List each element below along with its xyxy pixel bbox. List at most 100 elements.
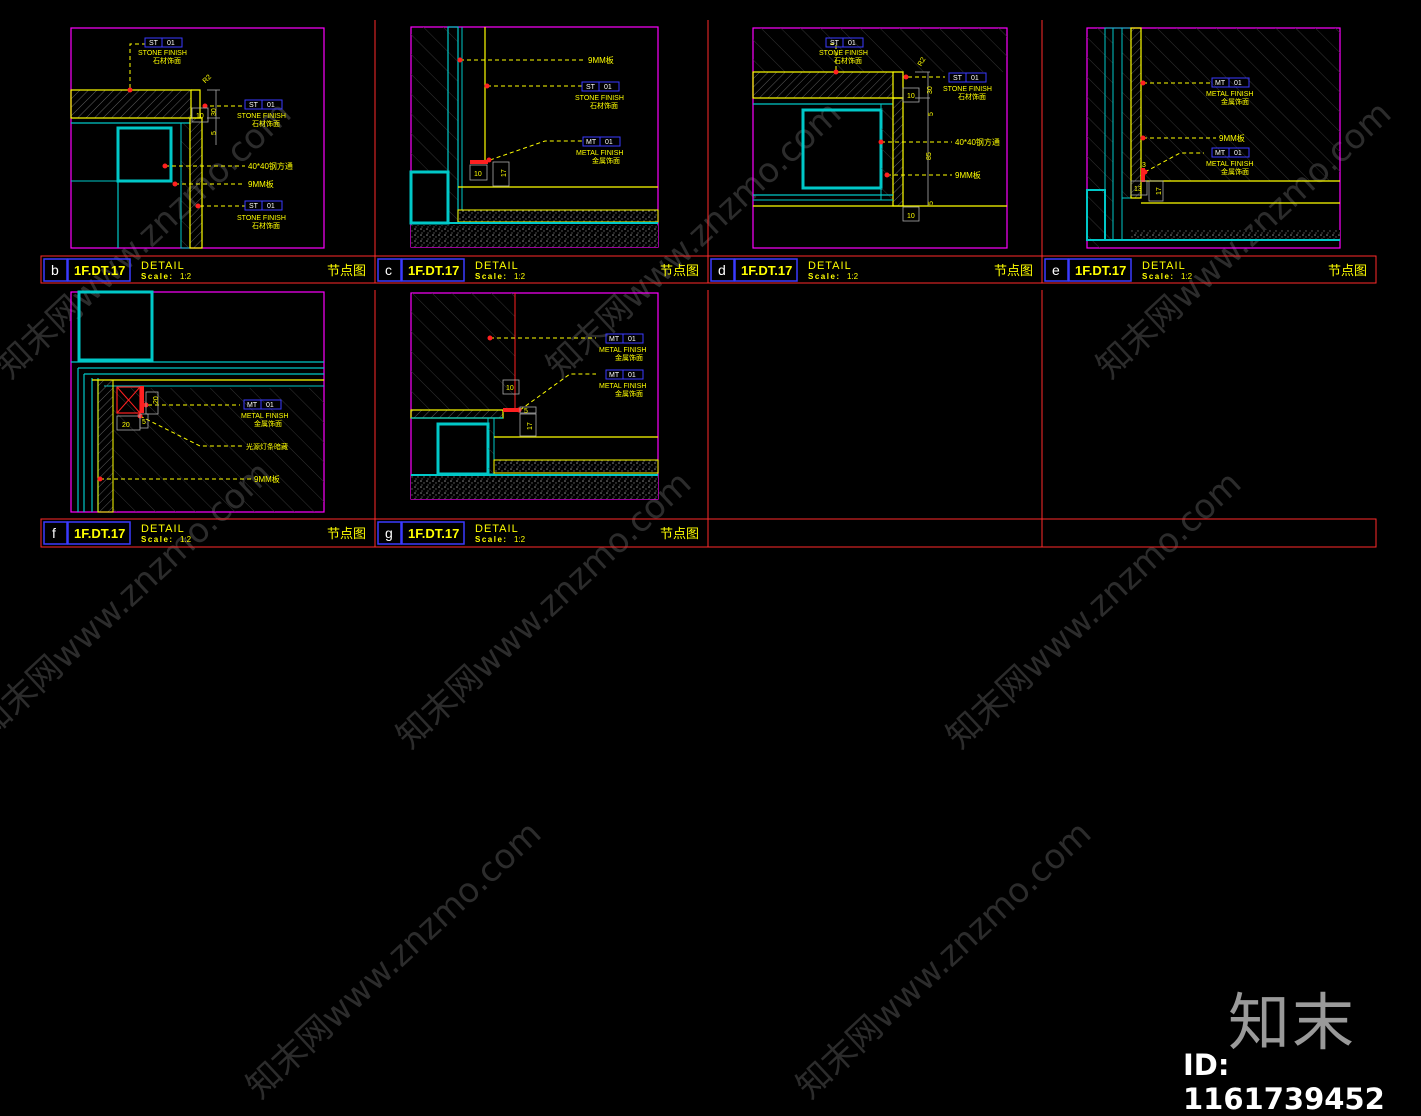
svg-text:01: 01 xyxy=(605,139,613,146)
watermark-text: 知末网www.znzmo.com xyxy=(239,813,549,1106)
svg-text:金属饰面: 金属饰面 xyxy=(1221,97,1249,106)
dimension-label: 5 xyxy=(928,201,935,205)
dimension-label: R2 xyxy=(917,56,928,67)
svg-text:ST: ST xyxy=(249,102,259,109)
title-block-b: b 1F.DT.17 DETAIL Scale: 1:2 节点图 xyxy=(43,258,366,282)
detail-cn-title: 节点图 xyxy=(660,263,699,278)
svg-text:METAL FINISH: METAL FINISH xyxy=(241,413,288,420)
svg-text:01: 01 xyxy=(1234,150,1242,157)
svg-text:石材饰面: 石材饰面 xyxy=(153,56,181,65)
dimension-label: 10 xyxy=(506,385,514,392)
svg-text:STONE FINISH: STONE FINISH xyxy=(138,50,187,57)
watermarks: 知末网www.znzmo.com 知末网www.znzmo.com 知末网www… xyxy=(0,93,1399,1106)
svg-text:MT: MT xyxy=(1215,80,1226,87)
svg-text:ST: ST xyxy=(953,75,963,82)
svg-text:MT: MT xyxy=(586,139,597,146)
scale-label: Scale: xyxy=(141,272,174,281)
detail-cn-title: 节点图 xyxy=(994,263,1033,278)
dimension-label: 10 xyxy=(907,93,915,100)
detail-title: DETAIL xyxy=(475,260,519,272)
svg-text:石材饰面: 石材饰面 xyxy=(590,101,618,110)
svg-text:STONE FINISH: STONE FINISH xyxy=(943,86,992,93)
detail-cn-title: 节点图 xyxy=(327,526,366,541)
svg-text:01: 01 xyxy=(628,336,636,343)
brand-logo: 知末 xyxy=(1228,986,1357,1059)
svg-text:ST: ST xyxy=(149,40,159,47)
detail-title: DETAIL xyxy=(1142,260,1186,272)
detail-letter: g xyxy=(385,525,393,541)
svg-text:石材饰面: 石材饰面 xyxy=(252,119,280,128)
svg-text:石材饰面: 石材饰面 xyxy=(958,92,986,101)
svg-text:01: 01 xyxy=(267,203,275,210)
svg-text:METAL FINISH: METAL FINISH xyxy=(599,383,646,390)
scale-value: 1:2 xyxy=(180,535,192,544)
dimension-label: 17 xyxy=(501,169,508,177)
detail-letter: f xyxy=(52,525,56,541)
scale-label: Scale: xyxy=(475,272,508,281)
svg-text:MT: MT xyxy=(609,372,620,379)
svg-text:STONE FINISH: STONE FINISH xyxy=(237,215,286,222)
sheet-grid xyxy=(40,20,1377,548)
detail-title: DETAIL xyxy=(141,523,185,535)
svg-text:金属饰面: 金属饰面 xyxy=(254,419,282,428)
dimension-label: 5 xyxy=(928,112,935,116)
dimension-label: 10 xyxy=(907,213,915,220)
scale-value: 1:2 xyxy=(514,272,526,281)
svg-text:石材饰面: 石材饰面 xyxy=(252,221,280,230)
dimension-label: 3 xyxy=(1142,162,1146,169)
title-block-g: g 1F.DT.17 DETAIL Scale: 1:2 节点图 xyxy=(377,521,699,545)
detail-ref: 1F.DT.17 xyxy=(741,263,792,278)
svg-text:ST: ST xyxy=(249,203,259,210)
title-block-e: e 1F.DT.17 DETAIL Scale: 1:2 节点图 xyxy=(1044,258,1367,282)
svg-text:01: 01 xyxy=(167,40,175,47)
callout-text: 9MM板 xyxy=(1219,133,1245,143)
svg-text:MT: MT xyxy=(1215,150,1226,157)
title-block-c: c 1F.DT.17 DETAIL Scale: 1:2 节点图 xyxy=(377,258,699,282)
svg-text:ST: ST xyxy=(586,84,596,91)
svg-text:01: 01 xyxy=(604,84,612,91)
detail-ref: 1F.DT.17 xyxy=(74,263,125,278)
callout-text: 40*40钢方通 xyxy=(955,137,1000,147)
dimension-label: 5 xyxy=(142,419,146,426)
detail-ref: 1F.DT.17 xyxy=(408,263,459,278)
svg-text:01: 01 xyxy=(628,372,636,379)
detail-title: DETAIL xyxy=(475,523,519,535)
detail-title: DETAIL xyxy=(141,260,185,272)
svg-text:石材饰面: 石材饰面 xyxy=(834,56,862,65)
scale-label: Scale: xyxy=(1142,272,1175,281)
scale-label: Scale: xyxy=(475,535,508,544)
svg-text:01: 01 xyxy=(267,102,275,109)
detail-cn-title: 节点图 xyxy=(1328,263,1367,278)
svg-text:METAL FINISH: METAL FINISH xyxy=(1206,91,1253,98)
watermark-text: 知末网www.znzmo.com xyxy=(389,463,699,756)
detail-cn-title: 节点图 xyxy=(327,263,366,278)
svg-text:金属饰面: 金属饰面 xyxy=(1221,167,1249,176)
detail-title: DETAIL xyxy=(808,260,852,272)
detail-letter: b xyxy=(51,262,59,278)
svg-text:MT: MT xyxy=(609,336,620,343)
dimension-label: R2 xyxy=(202,74,213,85)
scale-label: Scale: xyxy=(141,535,174,544)
svg-text:金属饰面: 金属饰面 xyxy=(592,156,620,165)
dimension-label: 5 xyxy=(211,131,218,135)
dimension-label: 30 xyxy=(927,86,934,94)
svg-text:MT: MT xyxy=(247,402,258,409)
scale-label: Scale: xyxy=(808,272,841,281)
dimension-label: 17 xyxy=(1156,187,1163,195)
